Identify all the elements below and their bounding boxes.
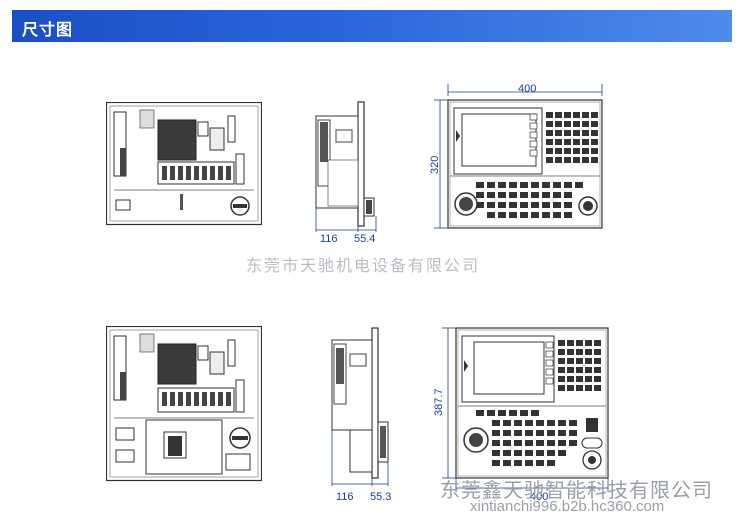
front-view-drawing-top xyxy=(434,84,603,229)
dim-depth-label: 116 xyxy=(336,491,354,503)
section-header-bar: 尺寸图 xyxy=(12,10,732,42)
side-view-drawing-bottom xyxy=(331,327,389,486)
front-dim-height-label-bottom: 387.7 xyxy=(433,388,445,416)
side-view-dim-labels-top: 116 55.4 xyxy=(320,233,375,245)
rear-view-drawing-bottom xyxy=(106,326,262,482)
url-watermark-bottom: xintianchi996.b2b.hc360.com xyxy=(470,498,665,515)
dim-depth-label: 116 xyxy=(320,233,338,245)
dim-height-text: 387.7 xyxy=(433,388,445,416)
dim-width-text: 400 xyxy=(530,491,548,503)
section-title: 尺寸图 xyxy=(22,20,74,39)
company-watermark-bottom: 东莞鑫天驰智能科技有限公司 xyxy=(440,478,713,502)
company-watermark-middle: 东莞市天驰机电设备有限公司 xyxy=(246,256,481,275)
dim-flange-label: 55.3 xyxy=(370,491,391,503)
dim-height-text: 320 xyxy=(429,156,441,174)
side-view-drawing-top xyxy=(315,101,377,232)
front-view-drawing-bottom xyxy=(442,327,609,492)
rear-view-drawing-top xyxy=(106,102,262,226)
side-view-dim-labels-bottom: 116 55.3 xyxy=(336,491,391,503)
front-dim-width-label-top: 400 xyxy=(518,83,536,95)
dim-flange-label: 55.4 xyxy=(354,233,375,245)
dim-width-text: 400 xyxy=(518,83,536,95)
front-dim-height-label-top: 320 xyxy=(429,156,441,174)
front-dim-width-label-bottom: 400 xyxy=(530,491,548,503)
